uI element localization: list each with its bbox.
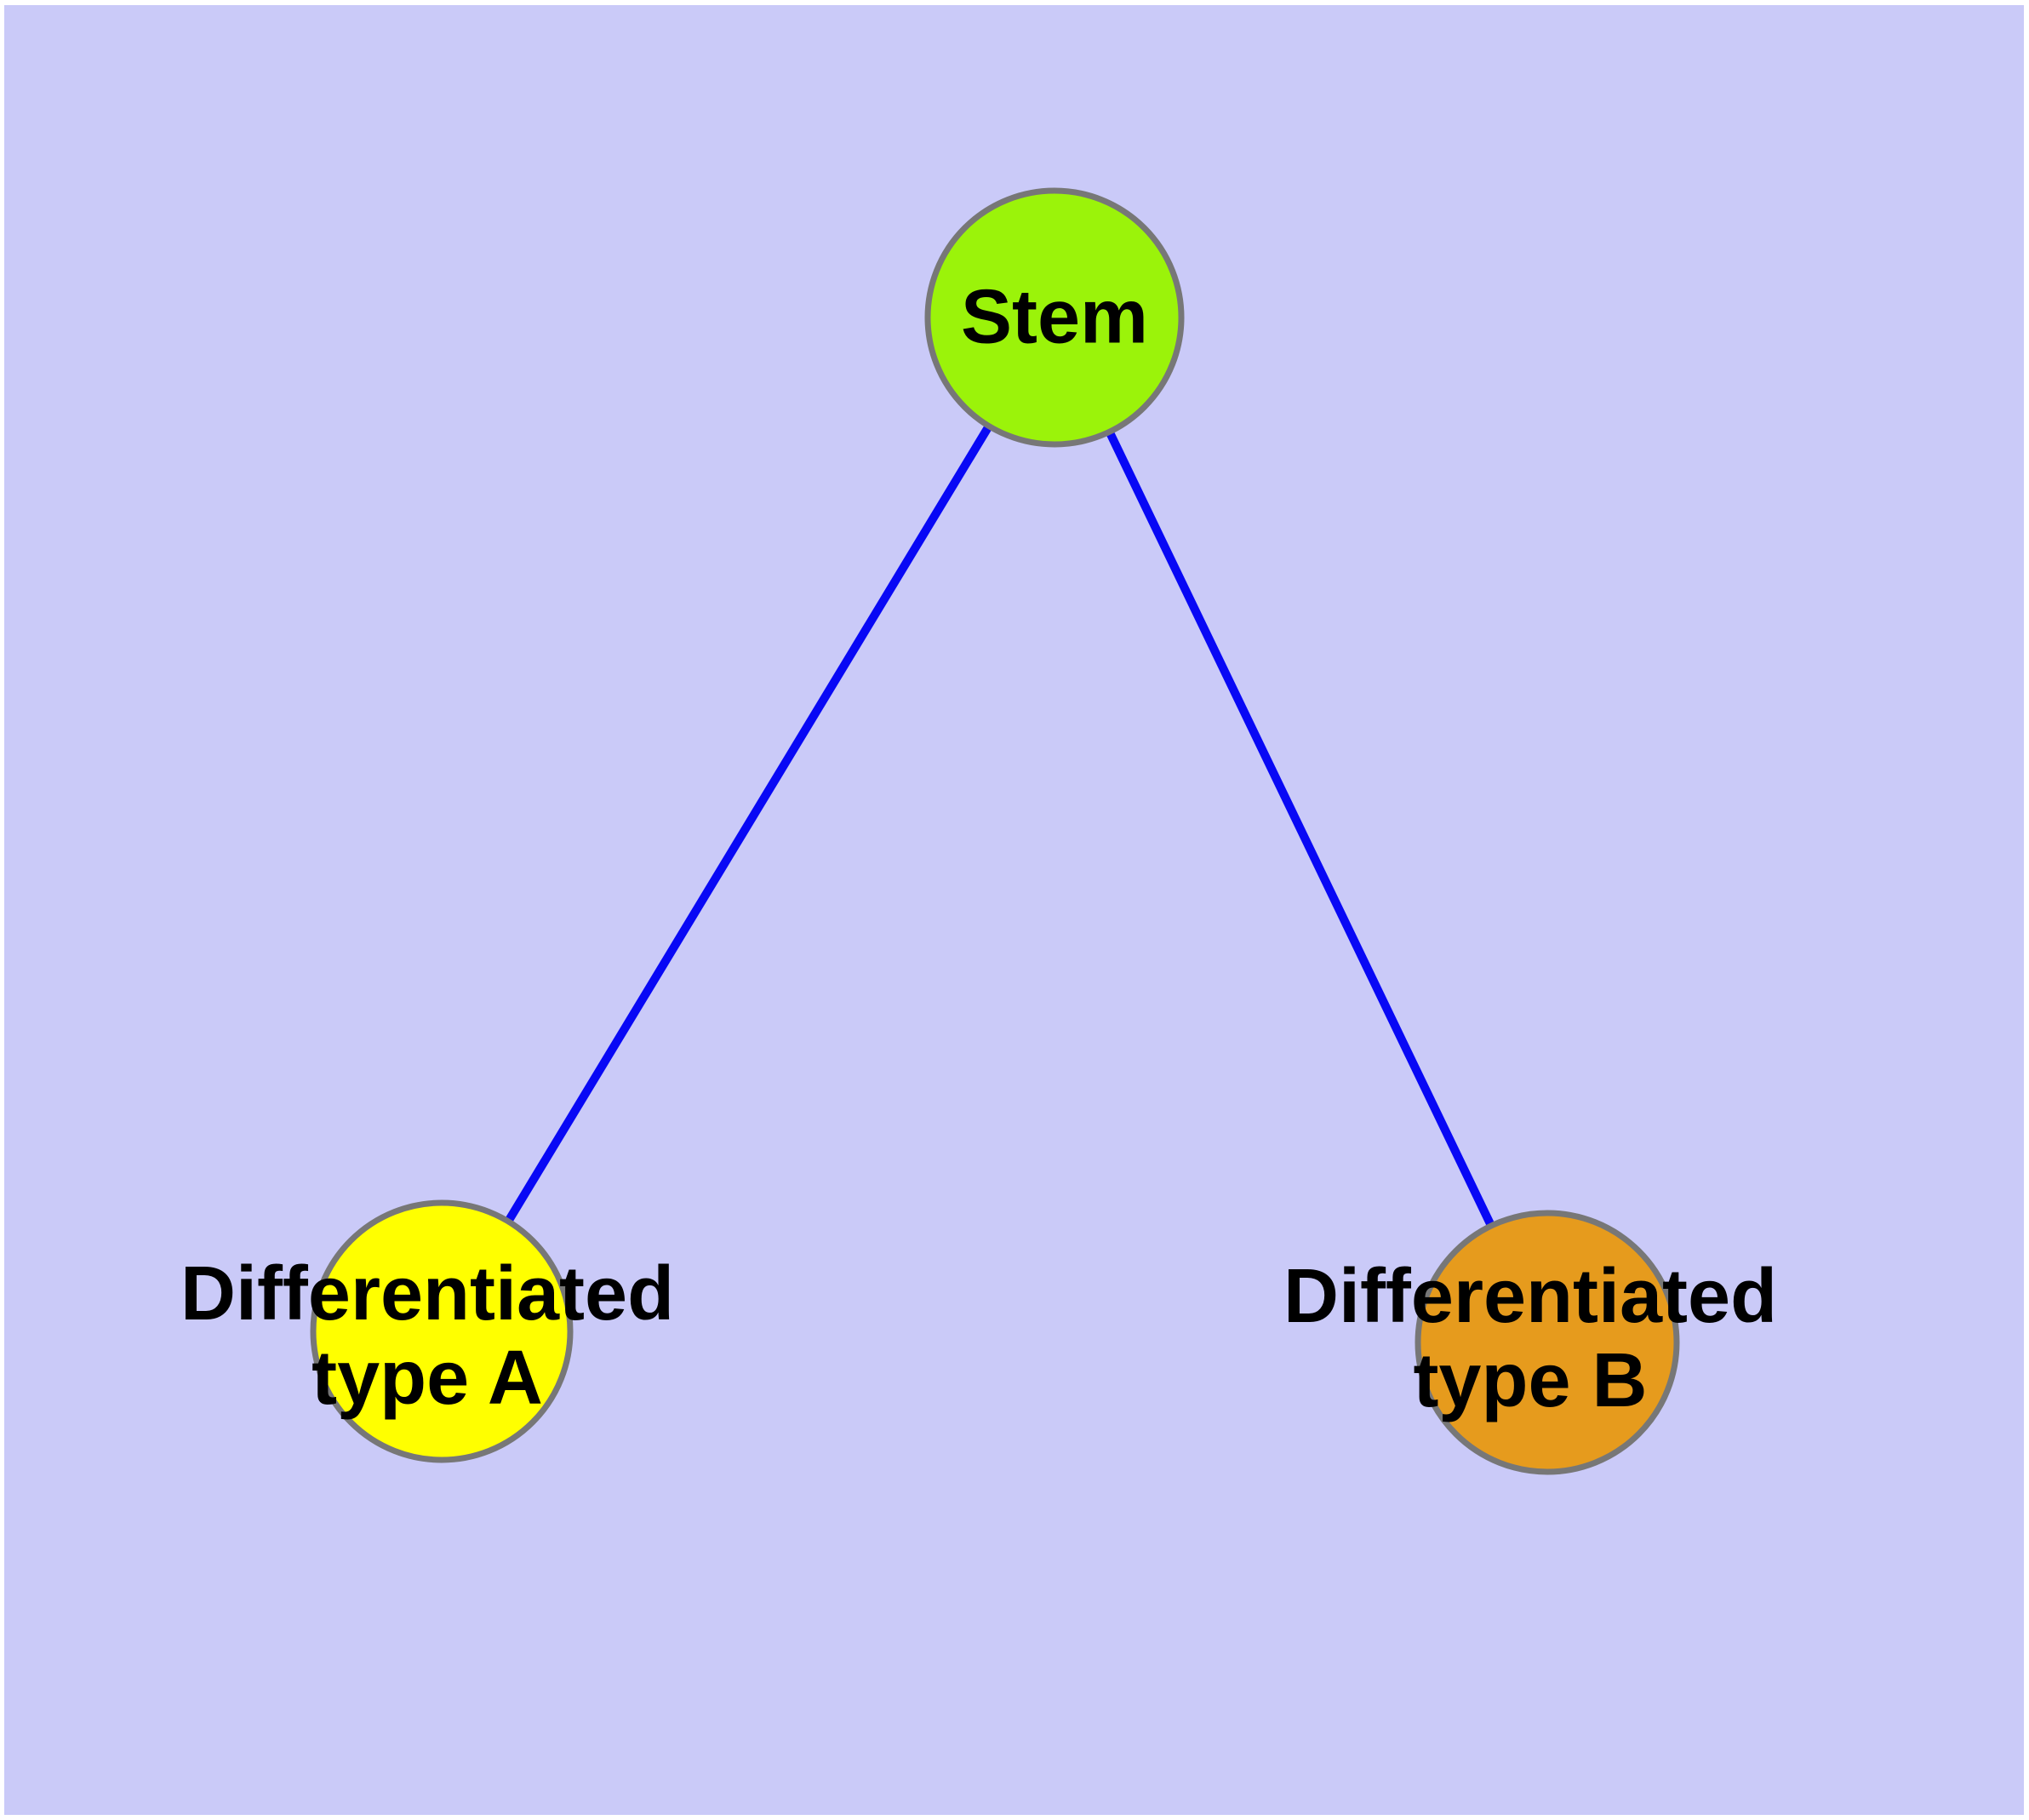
node-differentiated-type-b: [1415, 1210, 1680, 1475]
node-label-differentiated-type-a: Differentiated type A: [180, 1252, 674, 1421]
node-differentiated-type-a: [310, 1199, 574, 1463]
node-label-type-a-line2: type A: [311, 1336, 543, 1421]
edge-stem-to-type-b: [1050, 315, 1552, 1345]
edge-stem-to-type-a: [437, 315, 1059, 1334]
node-label-stem: Stem: [960, 274, 1149, 360]
node-label-differentiated-type-b: Differentiated type B: [1283, 1255, 1777, 1423]
node-label-stem-line1: Stem: [960, 274, 1149, 360]
node-label-type-b-line2: type B: [1413, 1338, 1648, 1423]
node-stem: [924, 187, 1185, 448]
node-label-type-b-line1: Differentiated: [1283, 1254, 1778, 1339]
node-label-type-a-line1: Differentiated: [180, 1251, 675, 1336]
